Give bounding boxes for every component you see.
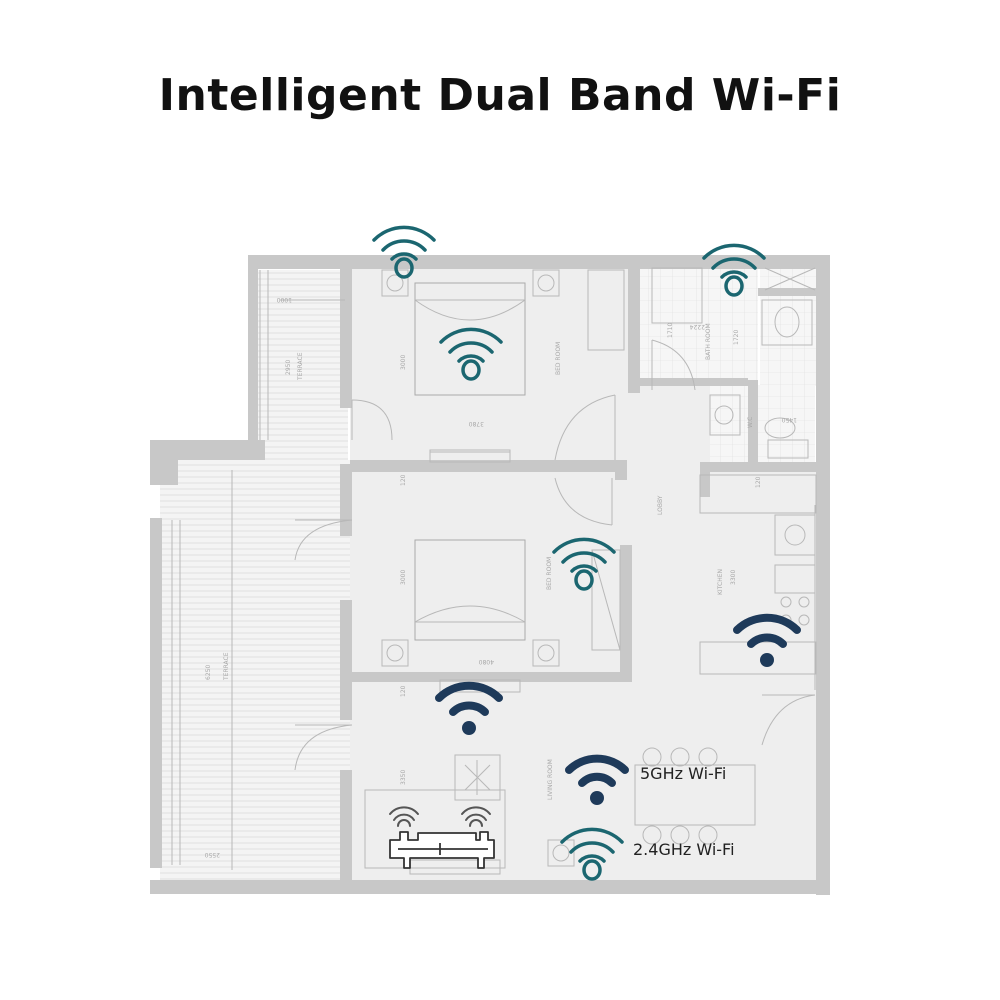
dim-bedroom-top-height: 3000 xyxy=(400,355,407,370)
dim-bedroom-middle-width: 4080 xyxy=(479,658,494,665)
label-terrace-left: TERRACE xyxy=(223,652,230,681)
terrace-left-floor xyxy=(160,460,350,880)
dimension-labels: 1000 2950 3000 3780 3000 4080 6250 3350 … xyxy=(205,296,797,858)
label-living-room: LIVING ROOM xyxy=(547,759,554,800)
dim-living-width: 2550 xyxy=(205,851,220,858)
dim-wc-width: 1450 xyxy=(782,416,797,423)
router-icon xyxy=(389,806,495,869)
label-kitchen: KITCHEN xyxy=(717,569,724,595)
label-bath-room: BATH ROOM xyxy=(705,323,712,360)
page-title: Intelligent Dual Band Wi-Fi xyxy=(158,70,842,121)
room-labels: TERRACE TERRACE BED ROOM BED ROOM BATH R… xyxy=(223,323,754,800)
dim-bedroom-top-width: 3780 xyxy=(469,420,484,427)
wifi-24ghz-icon xyxy=(439,327,503,381)
wifi-24ghz-icon xyxy=(552,537,616,591)
terrace-top-floor xyxy=(248,270,348,460)
dim-bath-width: 2224 xyxy=(690,323,705,330)
wifi-5ghz-icon xyxy=(733,613,801,667)
wifi-5ghz-legend-icon xyxy=(565,754,629,805)
dim-bath-h1: 1710 xyxy=(667,323,674,338)
label-terrace-top: TERRACE xyxy=(297,352,304,381)
floor-areas xyxy=(150,255,830,895)
dim-corridor-1: 120 xyxy=(400,474,407,486)
bedroom-middle-floor xyxy=(350,475,630,675)
bathroom-floor xyxy=(640,268,758,380)
legend-5ghz-label: 5GHz Wi-Fi xyxy=(640,764,726,783)
dim-terrace-top-width: 1000 xyxy=(277,296,292,303)
dim-corridor-3: 120 xyxy=(755,476,762,488)
label-wc: W.C xyxy=(747,417,754,428)
label-lobby: LOBBY xyxy=(657,495,664,515)
label-bedroom-top: BED ROOM xyxy=(555,342,562,375)
label-bedroom-middle: BED ROOM xyxy=(546,557,553,590)
dim-corridor-2: 120 xyxy=(400,685,407,697)
dim-kitchen-height: 3300 xyxy=(730,570,737,585)
dim-terrace-top-height: 2950 xyxy=(285,360,292,375)
wifi-24ghz-legend-icon xyxy=(560,827,624,881)
dim-bath-h2: 1720 xyxy=(733,330,740,345)
wifi-5ghz-icon xyxy=(435,681,503,735)
kitchen-floor xyxy=(630,465,822,695)
legend-24ghz-label: 2.4GHz Wi-Fi xyxy=(633,840,735,859)
dim-terrace-left-height: 6250 xyxy=(205,665,212,680)
dim-bedroom-middle-height: 3000 xyxy=(400,570,407,585)
wifi-24ghz-icon xyxy=(702,243,766,297)
wifi-24ghz-icon xyxy=(372,225,436,279)
dim-living-height: 3350 xyxy=(400,770,407,785)
fixtures xyxy=(171,267,817,875)
wc-floor xyxy=(705,385,815,465)
